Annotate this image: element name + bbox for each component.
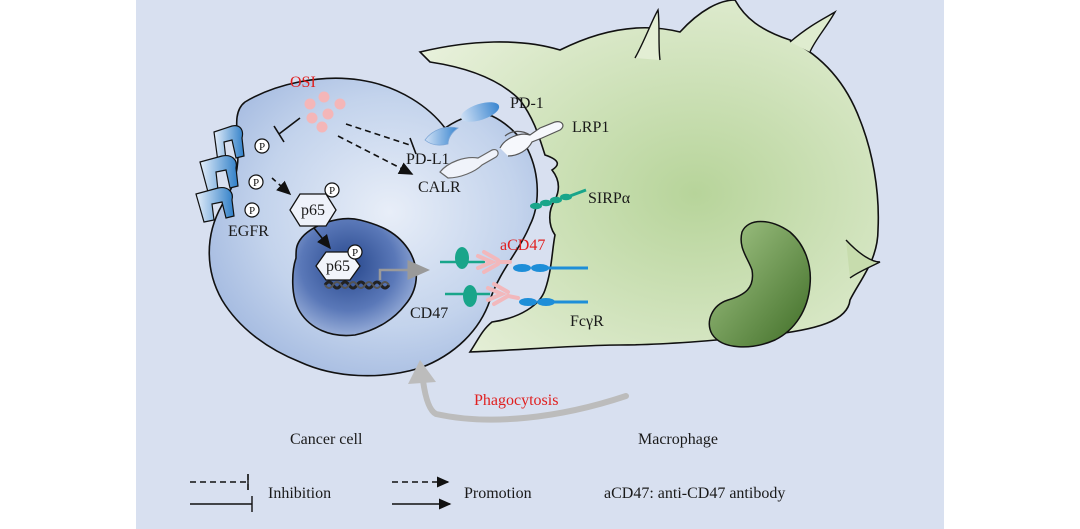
legend-inhibition: Inhibition [190,474,331,512]
acd47-antibody-bottom [486,282,520,306]
svg-text:P: P [253,177,259,189]
pdl1-label: PD-L1 [406,151,450,168]
svg-text:Promotion: Promotion [464,485,532,502]
osi-label: OSI [290,74,316,91]
fcgr-receptor-bottom [519,298,588,306]
cd47-bottom [445,285,490,307]
sirpa-label: SIRPα [588,190,631,207]
sirpa-receptor [530,188,587,210]
svg-text:P: P [249,205,255,217]
acd47-antibody-top [476,250,512,274]
calr-label: CALR [418,179,461,196]
phospho-egfr-2: P [248,174,264,190]
calr-protein [439,149,499,179]
legend-promotion: Promotion [392,476,532,510]
macrophage-label: Macrophage [638,431,718,448]
egfr-receptor-2 [199,155,239,193]
phospho-egfr-3: P [244,202,260,218]
p65-translocation-arrow [313,227,331,250]
osi-inhibits-pdl1 [345,123,414,147]
dna-strand-2 [324,281,390,289]
macrophage-nucleus [708,220,812,348]
phagocytosis-arrow [419,369,629,423]
fcgr-receptor-top [513,264,588,272]
svg-text:P: P [259,141,265,153]
fcgr-label: FcγR [570,313,604,330]
legend-abbreviation: aCD47: anti-CD47 antibody [604,485,785,502]
p65-cytoplasmic: p65 P [289,182,340,227]
cancer-cell-label: Cancer cell [290,431,363,448]
acd47-label: aCD47 [500,237,545,254]
cd47-label: CD47 [410,305,448,322]
osi-inhibits-egfr [273,117,301,143]
svg-text:P: P [352,247,358,259]
lrp1-label: LRP1 [572,119,609,136]
svg-text:P: P [329,185,335,197]
pdl1-protein [424,126,459,146]
transcription-arrow [378,260,430,280]
cd47-top [440,247,485,269]
inhibition-bar [409,137,417,155]
egfr-promotes-p65 [271,177,292,196]
pd1-label: PD-1 [510,95,544,112]
svg-text:p65: p65 [301,202,325,219]
phagocytosis-arrowhead [408,360,436,384]
pd1-protein [460,102,500,122]
phospho-egfr-1: P [254,138,270,154]
phagocytosis-label: Phagocytosis [474,392,558,409]
osi-promotes-calr [337,135,414,175]
svg-text:p65: p65 [326,258,350,275]
lrp1-receptor [499,121,564,157]
egfr-label: EGFR [228,223,269,240]
egfr-receptor-1 [213,125,245,163]
egfr-receptor-3 [195,187,235,223]
svg-text:Inhibition: Inhibition [268,485,331,502]
p65-nuclear: p65 P [315,244,363,281]
osi-molecules [304,91,346,133]
